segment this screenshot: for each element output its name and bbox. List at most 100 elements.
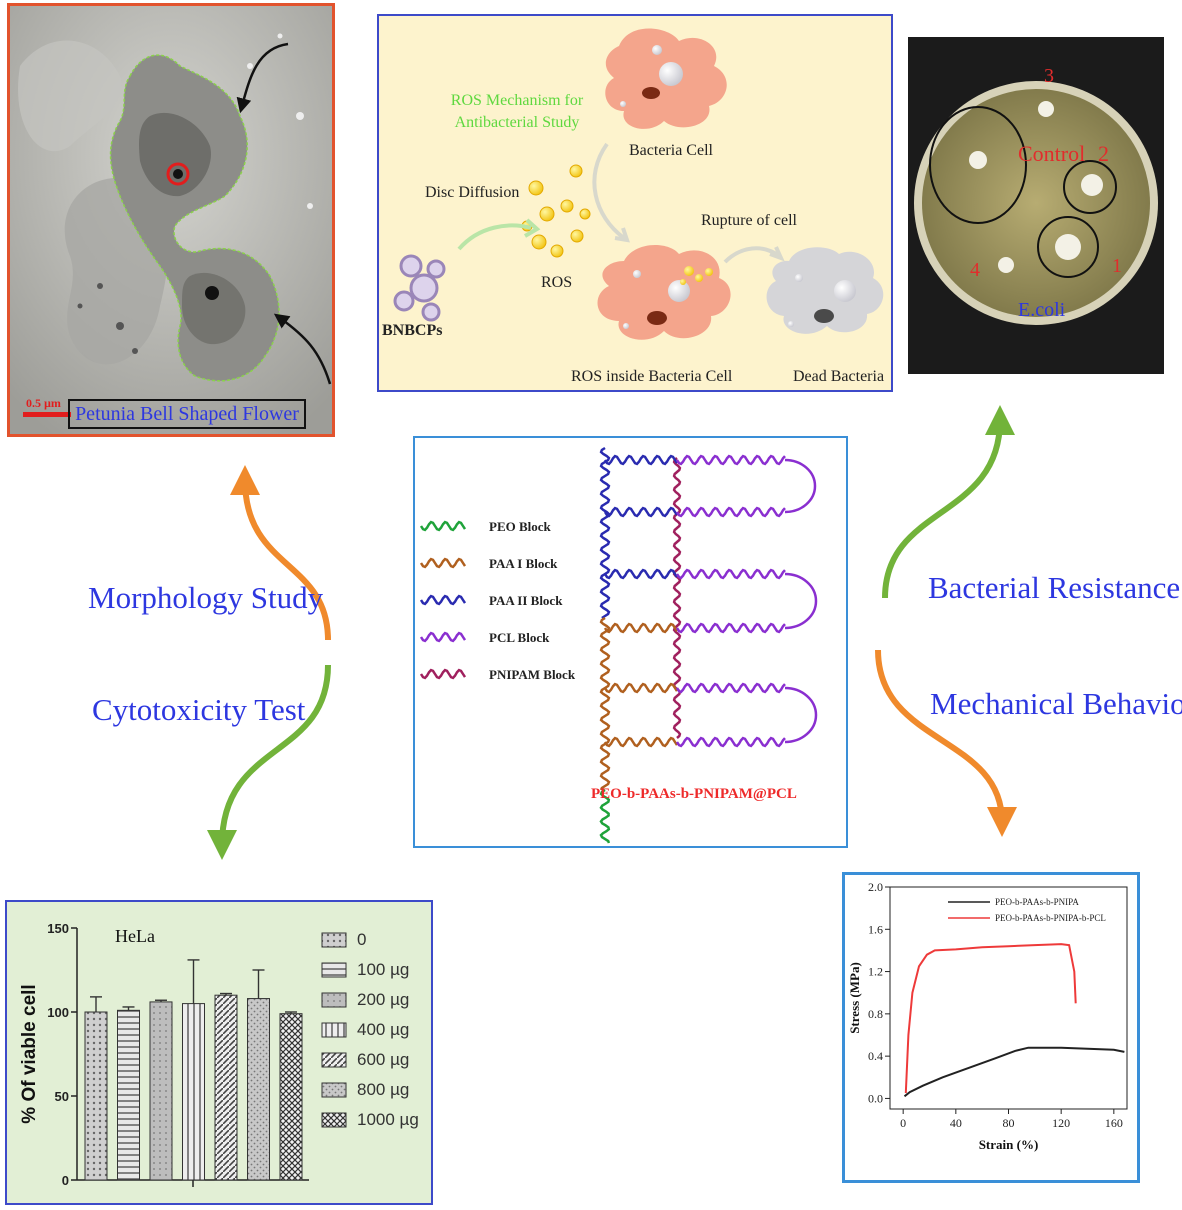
tem-image-panel: 0.5 µm Petunia Bell Shaped Flower xyxy=(7,3,335,437)
pointer-arrow-bottom xyxy=(273,313,332,385)
pcl-arm xyxy=(675,622,786,634)
core-marker xyxy=(166,162,190,186)
pcl-arm xyxy=(675,568,786,580)
antibiotic-discs xyxy=(969,101,1103,273)
y-axis-label: % Of viable cell xyxy=(19,984,40,1123)
pnipam-crosslink xyxy=(672,457,682,739)
bacteria-with-ros-icon xyxy=(597,244,731,340)
bar xyxy=(279,1013,303,1181)
legend-label: PEO-b-PAAs-b-PNIPA xyxy=(995,897,1079,907)
arrow-to-cytotoxicity xyxy=(207,664,331,860)
peo-segment xyxy=(599,788,611,844)
dead-bacteria-label: Dead Bacteria xyxy=(793,368,885,385)
legend-swatch xyxy=(321,1112,347,1128)
x-tick-label: 160 xyxy=(1105,1116,1123,1130)
inhibition-zone-markers xyxy=(929,106,1117,278)
arrow-to-morphology xyxy=(230,465,331,641)
paa2-backbone xyxy=(599,446,611,620)
pcl-arm xyxy=(675,682,786,694)
disc-label-3: 3 xyxy=(1044,65,1054,87)
ros-inside-label: ROS inside Bacteria Cell xyxy=(571,368,733,385)
arrow-to-bacterial xyxy=(882,405,1015,599)
tem-micrograph xyxy=(10,6,332,434)
y-tick-label: 0.8 xyxy=(868,1007,883,1021)
x-tick-label: 0 xyxy=(900,1116,906,1130)
bacteria-cell-icon xyxy=(605,28,727,129)
x-tick-label: 120 xyxy=(1052,1116,1070,1130)
y-tick-label: 2.0 xyxy=(868,880,883,894)
arm-inner xyxy=(603,736,679,748)
legend-label: PEO-b-PAAs-b-PNIPA-b-PCL xyxy=(995,913,1106,923)
series-line xyxy=(903,1046,1125,1098)
x-tick-label: 80 xyxy=(1003,1116,1015,1130)
scale-label: 0.5 µm xyxy=(26,396,61,410)
disc-diffusion-label: Disc Diffusion xyxy=(425,184,520,201)
y-tick-label: 150 xyxy=(47,921,69,936)
rupture-arrow xyxy=(723,246,781,264)
x-tick-label: 40 xyxy=(950,1116,962,1130)
y-axis-label: Stress (MPa) xyxy=(847,962,862,1034)
pcl-arm xyxy=(675,506,786,518)
arm-inner xyxy=(603,622,679,634)
legend-label: PCL Block xyxy=(489,630,550,645)
bnbcps-icon xyxy=(393,254,446,322)
legend-label: PAA I Block xyxy=(489,556,558,571)
pcl-loop xyxy=(784,686,818,744)
legend-label: PAA II Block xyxy=(489,593,563,608)
chart-title: HeLa xyxy=(115,926,155,946)
legend-swatch xyxy=(419,594,467,606)
control-label: Control xyxy=(1018,141,1086,166)
bar xyxy=(117,1009,140,1181)
bar xyxy=(182,1003,205,1181)
legend-label: 200 µg xyxy=(357,990,409,1009)
legend-swatch xyxy=(321,962,347,978)
y-tick-label: 0 xyxy=(62,1173,69,1188)
bar xyxy=(84,1011,108,1181)
dead-bacteria-icon xyxy=(766,247,884,334)
mechanical-label: Mechanical Behaviour xyxy=(930,686,1182,721)
pcl-loop xyxy=(784,458,817,514)
disc-label-4: 4 xyxy=(970,259,980,281)
bar xyxy=(214,994,238,1181)
legend-label: PEO Block xyxy=(489,519,552,534)
bar xyxy=(247,998,270,1181)
pcl-loop xyxy=(784,572,818,630)
petri-plate-panel: 3 Control 2 1 4 E.coli xyxy=(908,37,1164,374)
disc-diffusion-arrow xyxy=(457,223,532,251)
pcl-arm xyxy=(675,454,786,466)
ros-label: ROS xyxy=(541,274,573,291)
disc-label-1: 1 xyxy=(1112,255,1122,277)
ros-title: ROS Mechanism for Antibacterial Study xyxy=(450,92,584,131)
product-label: PEO-b-PAAs-b-PNIPAM@PCL xyxy=(591,786,797,802)
legend-swatch xyxy=(321,1052,347,1068)
bnbcps-label: BNBCPs xyxy=(382,322,443,339)
legend-label: 1000 µg xyxy=(357,1110,419,1129)
x-axis-label: Strain (%) xyxy=(979,1137,1039,1152)
legend-swatch xyxy=(419,520,467,532)
bacterial-label: Bacterial Resistance xyxy=(928,570,1181,605)
cytotoxicity-label: Cytotoxicity Test xyxy=(92,692,306,727)
arrow-to-mechanical xyxy=(875,649,1017,837)
y-tick-label: 50 xyxy=(55,1089,69,1104)
legend-swatch xyxy=(321,1022,347,1038)
y-tick-label: 100 xyxy=(47,1005,69,1020)
y-tick-label: 1.6 xyxy=(868,922,883,936)
arm-inner xyxy=(603,506,679,518)
paa1-backbone xyxy=(599,616,611,791)
ros-illustration xyxy=(393,28,884,340)
series-line xyxy=(904,943,1077,1094)
pcl-arm xyxy=(675,736,786,748)
scale-bar xyxy=(23,412,71,417)
y-tick-label: 0.4 xyxy=(868,1049,883,1063)
legend-label: 400 µg xyxy=(357,1020,409,1039)
legend-swatch xyxy=(419,557,467,569)
legend-label: 600 µg xyxy=(357,1050,409,1069)
tem-caption: Petunia Bell Shaped Flower xyxy=(68,399,306,429)
y-tick-label: 0.0 xyxy=(868,1091,883,1105)
bar xyxy=(149,1001,173,1181)
legend-label: 100 µg xyxy=(357,960,409,979)
